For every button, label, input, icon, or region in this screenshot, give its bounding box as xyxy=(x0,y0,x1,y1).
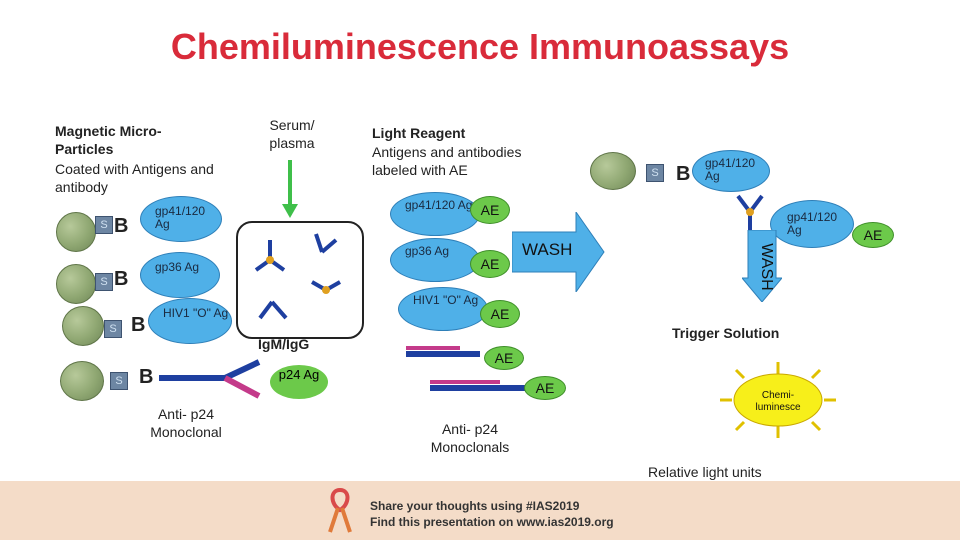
ribbon-logo-icon xyxy=(328,487,352,533)
footer-banner xyxy=(0,481,960,540)
page-title: Chemiluminescence Immunoassays xyxy=(170,26,790,67)
p24-label: p24 Ag xyxy=(278,367,320,382)
anti-p24-label: Anti- p24 Monoclonal xyxy=(150,406,222,440)
green-down-arrow-icon xyxy=(282,160,298,218)
ae-label-marker: AE xyxy=(524,376,566,400)
antigen-label: HIV1 "O" Ag xyxy=(163,306,229,320)
coated-description: Coated with Antigens and antibody xyxy=(55,161,214,195)
biotin-marker: B xyxy=(139,366,154,388)
antigen-bubble: gp36 Ag xyxy=(140,252,220,298)
p24-antigen-bubble: p24 Ag xyxy=(270,365,328,399)
magnetic-particles-heading: Magnetic Micro-Particles xyxy=(55,123,162,157)
anti-p24-monoclonals-label: Anti- p24 Monoclonals xyxy=(430,421,510,455)
antigen-bubble: gp41/120 Ag xyxy=(770,200,854,248)
magnetic-bead xyxy=(60,361,104,401)
antigen-label: HIV1 "O" Ag xyxy=(413,293,479,307)
wash-down-arrow-icon xyxy=(742,230,782,302)
antigen-bubble: HIV1 "O" Ag xyxy=(148,298,232,344)
chemiluminescence-label: Chemi- luminesce xyxy=(755,390,801,413)
labeled-antibodies-icon xyxy=(406,346,530,391)
trigger-solution-label: Trigger Solution xyxy=(672,325,780,341)
antigen-bubble: gp41/120 Ag xyxy=(692,150,770,192)
footer-text: Share your thoughts using #IAS2019 Find … xyxy=(370,498,614,530)
ae-label-marker: AE xyxy=(484,346,524,370)
antigen-label: gp41/120 Ag xyxy=(705,156,756,183)
antigen-bubble: gp41/120 Ag xyxy=(140,196,222,242)
antigen-label: gp41/120 Ag xyxy=(155,204,206,231)
serum-label: Serum/ plasma xyxy=(269,117,315,151)
ae-label-marker: AE xyxy=(852,222,894,248)
antibody-complex-icon xyxy=(736,194,764,232)
wash-arrow-icon xyxy=(512,212,605,292)
streptavidin-marker: S xyxy=(95,273,113,291)
magnetic-bead xyxy=(62,306,104,346)
antibody-icon xyxy=(159,359,261,399)
light-reagent-heading: Light Reagent xyxy=(372,125,466,141)
streptavidin-marker: S xyxy=(104,320,122,338)
streptavidin-marker: S xyxy=(646,164,664,182)
biotin-marker: B xyxy=(114,215,129,237)
footer-link-line[interactable]: Find this presentation on www.ias2019.or… xyxy=(370,515,614,529)
biotin-marker: B xyxy=(131,314,146,336)
magnetic-bead xyxy=(56,264,96,304)
footer-hashtag-line: Share your thoughts using #IAS2019 xyxy=(370,499,580,513)
reagent-description: Antigens and antibodies labeled with AE xyxy=(372,144,522,178)
antigen-label: gp41/120 Ag xyxy=(787,210,838,237)
antigen-bubble: gp36 Ag xyxy=(390,238,480,282)
ae-label-marker: AE xyxy=(480,300,520,328)
magnetic-bead xyxy=(590,152,636,190)
streptavidin-marker: S xyxy=(95,216,113,234)
biotin-marker: B xyxy=(114,268,129,290)
antigen-label: gp36 Ag xyxy=(155,260,200,274)
antigen-label: gp36 Ag xyxy=(405,244,450,258)
magnetic-bead xyxy=(56,212,96,252)
sample-container xyxy=(236,221,364,339)
igm-igg-label: IgM/IgG xyxy=(258,336,310,352)
ae-label-marker: AE xyxy=(470,196,510,224)
rlu-label: Relative light units xyxy=(648,464,762,480)
biotin-marker: B xyxy=(676,163,691,185)
ae-label-marker: AE xyxy=(470,250,510,278)
wash-label: WASH xyxy=(522,240,573,259)
antigen-bubble: HIV1 "O" Ag xyxy=(398,287,488,331)
wash-vertical-label: WASH xyxy=(758,243,775,291)
antigen-bubble: gp41/120 Ag xyxy=(390,192,480,236)
chemiluminescence-burst-icon xyxy=(720,362,836,438)
antibody-cluster-icon xyxy=(254,233,341,320)
antigen-label: gp41/120 Ag xyxy=(405,198,473,212)
streptavidin-marker: S xyxy=(110,372,128,390)
